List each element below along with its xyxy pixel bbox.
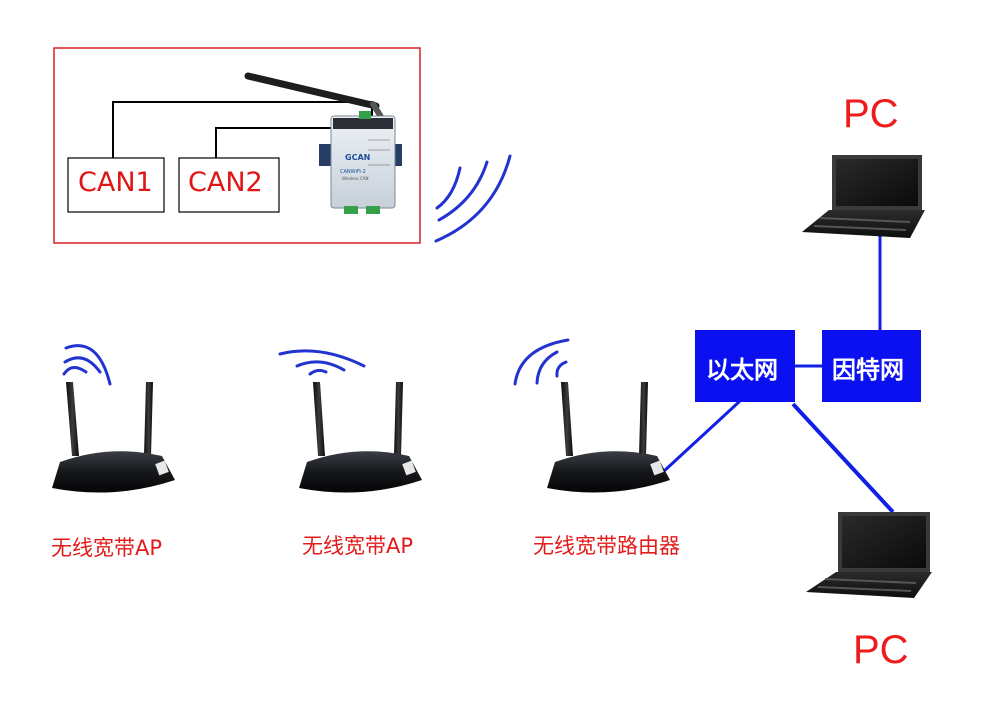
gateway-sub: Wireless CAN (342, 176, 369, 181)
can1-label: CAN1 (78, 167, 153, 198)
router-wifi-waves (513, 338, 570, 386)
can2-label: CAN2 (188, 167, 263, 198)
gateway-brand: GCAN (345, 153, 370, 162)
gateway-antenna (244, 72, 380, 110)
ap-2-wifi-waves (278, 349, 366, 376)
laptop-icon-top (802, 155, 925, 238)
gateway-wifi-waves (434, 154, 512, 243)
ethernet-box (695, 330, 795, 402)
ap-2-label: 无线宽带AP (302, 534, 414, 558)
internet-box (822, 330, 921, 402)
ethernet-label: 以太网 (706, 356, 778, 384)
pc-label-bottom: PC (853, 628, 909, 672)
gateway-model: CANWiFi-2 (340, 169, 366, 175)
can1-wire (112, 101, 373, 158)
internet-label: 因特网 (832, 356, 904, 384)
pc-label-top: PC (843, 92, 899, 136)
router-label: 无线宽带路由器 (533, 534, 680, 558)
can1-box (67, 157, 165, 213)
router-ethernet-link (661, 399, 742, 474)
ap-1-label: 无线宽带AP (51, 536, 163, 560)
gateway-device: GCAN CANWiFi-2 Wireless CAN (244, 72, 402, 214)
ap-1-wifi-waves (62, 344, 112, 386)
router-icon-main (547, 382, 670, 493)
can2-wire (215, 127, 338, 158)
router-icon-ap-1 (52, 382, 175, 493)
router-icon-ap-2 (299, 382, 422, 493)
can2-box (178, 157, 280, 213)
ethernet-pc2-link (791, 402, 895, 514)
laptop-icon-bottom (806, 512, 932, 598)
